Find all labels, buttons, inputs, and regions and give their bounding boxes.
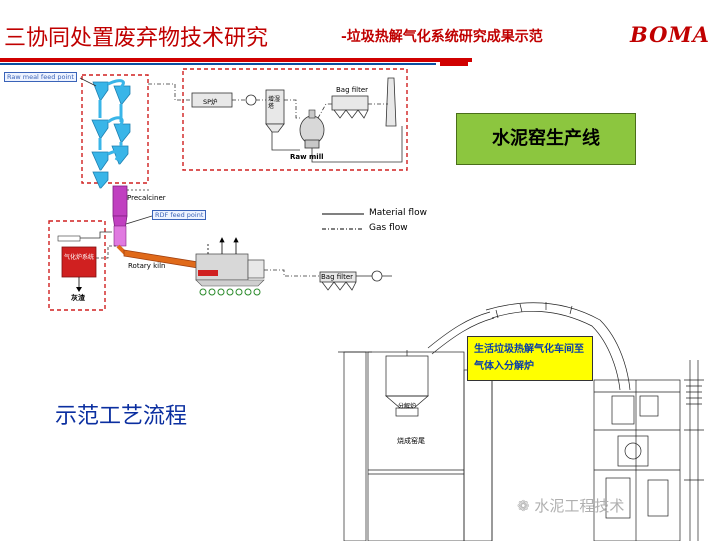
header-rule-accent	[440, 62, 468, 66]
raw-meal-feed-point-label: Raw meal feed point	[4, 72, 77, 82]
header-rule-red	[0, 58, 472, 62]
ash-label: 灰渣	[71, 294, 85, 302]
cyclone-preheater	[91, 79, 131, 189]
bag-filter-bottom-label: Bag filter	[321, 273, 354, 281]
wechat-icon: ❁	[517, 497, 535, 515]
rotary-kiln-label: Rotary kiln	[128, 262, 166, 270]
production-line-callout: 水泥窑生产线	[456, 113, 636, 165]
raw-mill	[299, 109, 325, 149]
rotary-kiln	[123, 249, 265, 287]
watermark: ❁ 水泥工程技术	[517, 495, 624, 516]
gasifier-unit	[57, 235, 97, 292]
sp-furnace-label: SP炉	[203, 98, 218, 106]
slide-title: 三协同处置废弃物技术研究	[4, 26, 269, 51]
gas-note-callout: 生活垃圾热解气化车间至气体入分解炉	[467, 336, 593, 381]
legend-material-label: Material flow	[369, 208, 427, 218]
header-rule-blue	[0, 63, 436, 65]
slide-subtitle: -垃圾热解气化系统研究成果示范	[341, 29, 543, 45]
precalciner-label: Precalciner	[127, 194, 166, 202]
building-label: 烧成窑尾	[397, 437, 425, 445]
watermark-text: 水泥工程技术	[534, 497, 625, 515]
stack-chimney	[385, 77, 397, 127]
preheater-boundary	[81, 74, 149, 184]
cooler-fans	[199, 288, 261, 296]
humidifier-tower-label: 增湿塔	[268, 96, 281, 110]
gasifier-label: 气化炉系统	[64, 254, 95, 261]
precalciner-vessel	[112, 185, 128, 256]
humidifier-tower	[265, 89, 285, 133]
raw-mill-boundary	[182, 68, 408, 171]
brand-logo: BOMA	[630, 22, 710, 47]
bag-filter-bottom	[319, 271, 357, 291]
bag-filter-top	[331, 95, 369, 119]
bag-filter-top-label: Bag filter	[336, 86, 369, 94]
raw-mill-label: Raw mill	[290, 153, 324, 161]
legend-gas-label: Gas flow	[369, 223, 408, 233]
demo-process-label: 示范工艺流程	[55, 404, 188, 429]
gasifier-boundary	[48, 220, 106, 311]
rdf-feed-point-label: RDF feed point	[152, 210, 207, 220]
separator-label: 分解炉	[398, 403, 417, 410]
